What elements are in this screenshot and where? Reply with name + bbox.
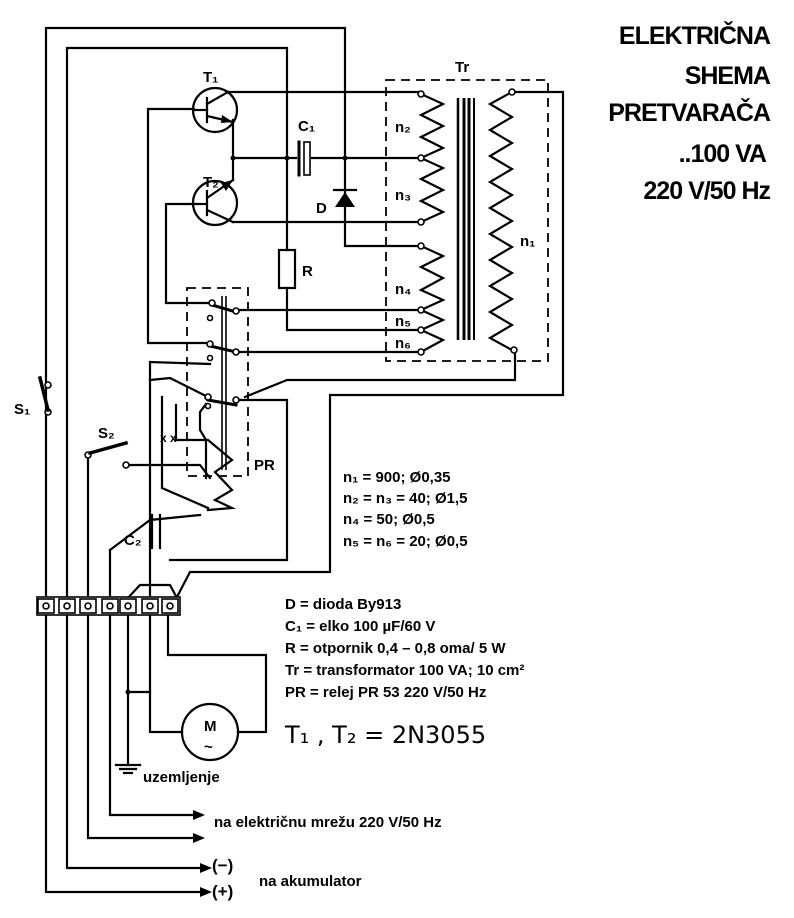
- terminal-block: [36, 596, 181, 616]
- winding-n4: n₄ = 50; Ø0,5: [343, 511, 435, 528]
- r-label: R: [302, 263, 313, 280]
- pr-label: PR: [254, 457, 275, 474]
- svg-text:x x: x x: [160, 431, 177, 445]
- part-d: D = dioda By913: [285, 596, 401, 613]
- motor-m: M ~: [180, 702, 240, 762]
- transformer-tr: [385, 79, 549, 362]
- title-block: ELEKTRIČNA SHEMA PRETVARAČA ..100 VA 220…: [608, 20, 772, 205]
- battery-minus-label: (−): [212, 856, 233, 875]
- s1-label: S₁: [14, 401, 30, 418]
- winding-spec: n₁ = 900; Ø0,35 n₂ = n₃ = 40; Ø1,5 n₄ = …: [343, 469, 468, 550]
- title-line-5: 220 V/50 Hz: [643, 177, 770, 205]
- t2-label: T₂: [203, 174, 219, 191]
- motor-label: M: [204, 718, 217, 735]
- part-c1: C₁ = elko 100 µF/60 V: [285, 618, 435, 635]
- terminal-screw-icon: [166, 602, 174, 610]
- motor-ac-symbol: ~: [204, 739, 213, 756]
- capacitor-c1: [297, 140, 311, 177]
- transistor-t1: [191, 86, 239, 134]
- n6-label: n₆: [395, 335, 411, 352]
- n1-label: n₁: [520, 233, 535, 250]
- s2-label: S₂: [98, 425, 115, 442]
- wiring: [44, 26, 565, 894]
- n4-label: n₄: [395, 281, 411, 298]
- terminal-screw-icon: [106, 602, 114, 610]
- diode-d: [332, 188, 358, 207]
- switch-s1[interactable]: [37, 375, 52, 416]
- ground-icon: [114, 763, 142, 775]
- t1-label: T₁: [203, 69, 218, 86]
- n5-label: n₅: [395, 313, 411, 330]
- winding-n1: n₁ = 900; Ø0,35: [343, 469, 451, 486]
- n2-label: n₂: [395, 119, 411, 136]
- terminal-screw-icon: [84, 602, 92, 610]
- winding-n2-n3: n₂ = n₃ = 40; Ø1,5: [343, 490, 467, 507]
- c2-label: C₂: [124, 532, 142, 549]
- part-pr: PR = relej PR 53 220 V/50 Hz: [285, 684, 486, 701]
- battery-label: na akumulator: [259, 873, 362, 890]
- terminal-screw-icon: [42, 602, 50, 610]
- title-line-3: PRETVARAČA: [608, 97, 771, 127]
- relay-pr: x x: [160, 287, 249, 512]
- terminal-screw-icon: [63, 602, 71, 610]
- winding-n5-n6: n₅ = n₆ = 20; Ø0,5: [343, 533, 468, 550]
- d-label: D: [316, 200, 327, 217]
- terminal-screw-icon: [146, 602, 154, 610]
- arrow-heads: [193, 810, 212, 897]
- mains-label: na električnu mrežu 220 V/50 Hz: [214, 814, 442, 831]
- c1-label: C₁: [298, 118, 315, 135]
- capacitor-c2: [150, 513, 162, 550]
- terminal-screw-icon: [124, 602, 132, 610]
- part-tr: Tr = transformator 100 VA; 10 cm²: [285, 662, 524, 679]
- tr-label: Tr: [455, 59, 469, 76]
- part-r: R = otpornik 0,4 – 0,8 oma/ 5 W: [285, 640, 506, 657]
- title-line-4: ..100 VA: [679, 140, 767, 168]
- resistor-r: [277, 248, 297, 290]
- ground-label: uzemljenje: [143, 769, 220, 786]
- battery-plus-label: (+): [212, 882, 233, 901]
- title-line-1: ELEKTRIČNA: [619, 20, 771, 50]
- title-line-2: SHEMA: [685, 62, 771, 90]
- transistors-note: T₁ , T₂ = 2N3055: [284, 721, 486, 749]
- parts-list: D = dioda By913 C₁ = elko 100 µF/60 V R …: [284, 596, 524, 749]
- n3-label: n₃: [395, 187, 411, 204]
- switch-s2[interactable]: [84, 440, 130, 469]
- transistor-t2: [191, 178, 239, 227]
